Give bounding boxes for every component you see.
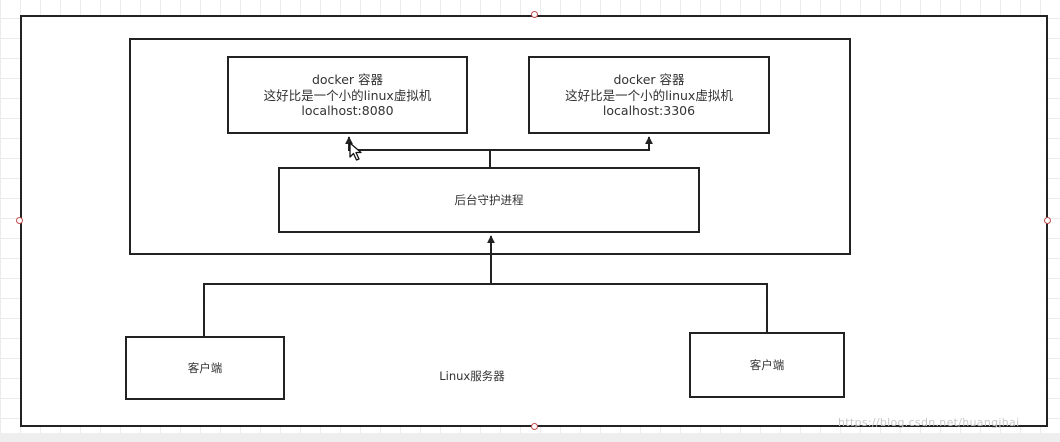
docker-container-1[interactable]: docker 容器 这好比是一个小的linux虚拟机 localhost:808… (227, 56, 468, 134)
client-right-label: 客户端 (749, 358, 785, 372)
mouse-cursor-icon (349, 142, 362, 161)
container-1-description: 这好比是一个小的linux虚拟机 (263, 87, 432, 103)
daemon-label: 后台守护进程 (454, 193, 524, 207)
client-left-to-daemon-connector (203, 235, 495, 336)
container-1-address: localhost:8080 (301, 103, 394, 118)
container-2-text: docker 容器 这好比是一个小的linux虚拟机 localhost:330… (530, 72, 768, 119)
daemon-box[interactable]: 后台守护进程 (278, 167, 700, 233)
selection-handle-left[interactable] (16, 217, 23, 224)
daemon-to-container-1-connector (345, 136, 491, 167)
selection-handle-bottom[interactable] (531, 423, 538, 430)
server-label: Linux服务器 (439, 369, 505, 383)
container-1-title: docker 容器 (311, 72, 384, 87)
container-2-title: docker 容器 (613, 72, 685, 87)
container-2-description: 这好比是一个小的linux虚拟机 (565, 87, 733, 103)
client-left-label: 客户端 (187, 361, 223, 375)
watermark: https://blog.csdn.net/huangjhai (838, 416, 1020, 429)
selection-handle-right[interactable] (1044, 217, 1051, 224)
bottom-scroll-strip (0, 433, 1060, 442)
client-box-left[interactable]: 客户端 (125, 336, 285, 400)
docker-container-2[interactable]: docker 容器 这好比是一个小的linux虚拟机 localhost:330… (528, 56, 770, 134)
client-box-right[interactable]: 客户端 (689, 332, 845, 398)
selection-handle-top[interactable] (531, 11, 538, 18)
container-2-address: localhost:3306 (602, 103, 696, 118)
container-1-text: docker 容器 这好比是一个小的linux虚拟机 localhost:808… (229, 72, 466, 119)
client-right-to-daemon-connector (491, 283, 768, 332)
daemon-to-container-2-connector (490, 136, 653, 151)
